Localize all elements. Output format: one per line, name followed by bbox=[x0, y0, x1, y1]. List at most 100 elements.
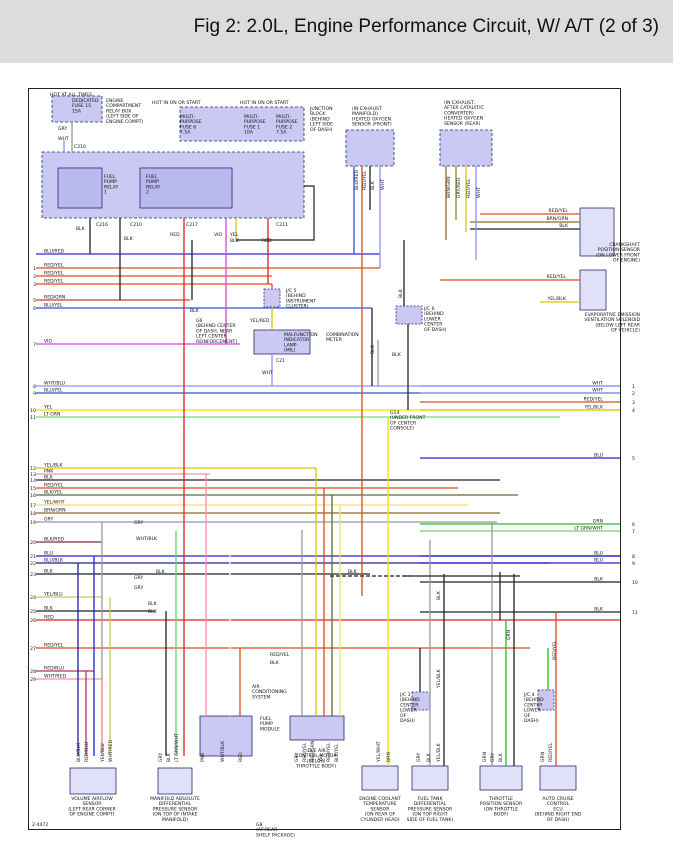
fuse2-label-line: PURPOSE bbox=[276, 119, 298, 125]
left-wire-label: WHT/RED bbox=[44, 674, 66, 680]
mil-label-line: MALFUNCTION bbox=[284, 332, 318, 338]
label: C211 bbox=[276, 222, 288, 228]
label: WHT bbox=[476, 187, 482, 198]
left-wire-label: BLU bbox=[44, 551, 53, 557]
jc3-label-line: CENTER bbox=[400, 702, 419, 708]
jc3-label-line: DASH) bbox=[400, 718, 415, 724]
figure-title: Fig 2: 2.0L, Engine Performance Circuit,… bbox=[193, 16, 659, 37]
label: GRY bbox=[134, 585, 143, 591]
junction-block-label-line: LEFT SIDE bbox=[310, 122, 333, 128]
mp-fuse-box bbox=[179, 106, 305, 142]
right-wire-pin: 4 bbox=[632, 408, 635, 414]
pin-label: WHT/RED bbox=[108, 740, 114, 762]
label: BLK bbox=[76, 226, 86, 232]
ect-sensor bbox=[361, 765, 399, 791]
crank-label-line: CRANKSHAFT bbox=[609, 242, 640, 248]
pin-label: RED/YEL bbox=[302, 742, 308, 762]
label: RED/YEL bbox=[270, 652, 290, 658]
label: BLK bbox=[156, 569, 166, 575]
ftp-label-line: FUEL TANK bbox=[418, 796, 444, 802]
right-wire-label: BLU bbox=[594, 551, 603, 557]
jc4-label-line: J/C 4 bbox=[523, 692, 535, 698]
g6-label-line: OF DASH, NEAR bbox=[196, 328, 233, 334]
label: VIO bbox=[214, 232, 222, 238]
combo-label-line: METER bbox=[326, 337, 343, 343]
pin-label: BLK bbox=[498, 752, 504, 762]
g14-label-line: CONSOLE) bbox=[390, 426, 414, 432]
iac-motor bbox=[289, 715, 345, 741]
mil-label-line: (MIL) bbox=[284, 348, 296, 354]
maf-label-line: SENSOR bbox=[83, 801, 103, 807]
label: HOT IN ON OR START bbox=[240, 100, 289, 106]
mil-label-line: INDICATOR bbox=[284, 337, 310, 343]
fuel-pump-label-line: MODULE bbox=[260, 726, 280, 732]
wire-layer bbox=[36, 122, 620, 766]
label: C210 bbox=[130, 222, 142, 228]
g14-label-line: G14 bbox=[390, 410, 399, 416]
g8-label-line: G8 bbox=[256, 822, 263, 828]
pin-label: RED/YEL bbox=[548, 742, 554, 762]
label: BLK bbox=[559, 223, 569, 229]
ac-label-line: AIR bbox=[252, 684, 260, 690]
fuse6-label-line: 7.5A bbox=[180, 130, 191, 136]
left-wire-label: RED/YEL bbox=[44, 263, 64, 269]
map-label-line: (ON TOP OF INTAKE bbox=[153, 812, 198, 818]
pin-label: YEL/WHT bbox=[376, 741, 382, 763]
left-wire-pin: 10 bbox=[30, 408, 36, 414]
pin-label: RED/BLU bbox=[84, 742, 90, 762]
fuse2-label-line: 7.5A bbox=[276, 130, 287, 136]
label: GRY bbox=[134, 520, 143, 526]
label: YEL bbox=[229, 232, 239, 238]
jc5-label-line: J/C 5 bbox=[285, 288, 297, 294]
g6-label-line: G6 bbox=[196, 318, 203, 324]
fpr1-label-line: RELAY bbox=[104, 184, 119, 190]
left-wire-pin: 5 bbox=[33, 298, 36, 304]
jc4-label-line: (BEHIND bbox=[524, 697, 544, 703]
right-wire-pin: 3 bbox=[632, 400, 635, 406]
left-wire-pin: 28 bbox=[30, 669, 36, 675]
fpr2-label-line: 2 bbox=[146, 190, 149, 196]
right-wire-pin: 1 bbox=[632, 384, 635, 390]
label: BRN/GRN bbox=[546, 216, 568, 222]
pin-label: RED/YEL bbox=[326, 742, 332, 762]
left-wire-label: BLU/YEL bbox=[44, 303, 63, 309]
rear-o2-label-line: SENSOR (REAR) bbox=[444, 121, 481, 127]
label: BRN/GRN bbox=[446, 176, 452, 198]
cruise-label-line: AUTO CRUISE bbox=[542, 796, 573, 802]
label: BLK bbox=[436, 590, 442, 600]
pin-label: GRY bbox=[490, 753, 496, 762]
label: YEL/BLK bbox=[546, 296, 567, 302]
tps-label-line: THROTTLE bbox=[488, 796, 513, 802]
right-wire-label: WHT bbox=[592, 381, 603, 387]
left-wire-pin: 8 bbox=[33, 384, 36, 390]
left-wire-pin: 2 bbox=[33, 274, 36, 280]
left-wire-pin: 9 bbox=[33, 391, 36, 397]
front-o2-sensor bbox=[345, 129, 395, 167]
maf-label-line: VOLUME AIRFLOW bbox=[71, 796, 113, 802]
g8-label-line: SHELF PACKAGE) bbox=[256, 832, 295, 838]
right-wire-label: YEL/BLK bbox=[583, 405, 604, 411]
diagram-frame bbox=[28, 88, 621, 830]
tps-label-line: POSITION SENSOR bbox=[480, 801, 523, 807]
left-wire-pin: 27 bbox=[30, 646, 36, 652]
left-wire-pin: 29 bbox=[30, 677, 36, 683]
ect-label-line: SENSOR bbox=[371, 806, 391, 812]
evap-label-line: (BELOW LEFT REAR bbox=[595, 322, 640, 328]
left-wire-pin: 17 bbox=[30, 503, 36, 509]
pin-label: BLK/YEL bbox=[334, 743, 340, 762]
pin-label: BLK bbox=[166, 752, 172, 762]
maf-label-line: OF ENGINE COMPT) bbox=[70, 812, 115, 818]
ect-label-line: (ON REAR OF bbox=[365, 812, 396, 818]
label: BLK bbox=[348, 569, 358, 575]
front-o2-label-line: SENSOR (FRONT) bbox=[352, 122, 392, 128]
left-wire-label: PNK bbox=[44, 469, 54, 475]
fuel-pump-label-line: FUEL bbox=[260, 716, 272, 722]
label: BLK bbox=[148, 601, 158, 607]
left-wire-label: BRN/GRN bbox=[44, 508, 66, 514]
right-wire-label: BLU bbox=[594, 453, 603, 459]
right-wire-pin: 7 bbox=[632, 529, 635, 535]
iac-label-line: IDLE AIR bbox=[306, 748, 326, 754]
jc5-label-line: INSTRUMENT bbox=[286, 298, 316, 304]
right-wire-pin: 2 bbox=[632, 391, 635, 397]
